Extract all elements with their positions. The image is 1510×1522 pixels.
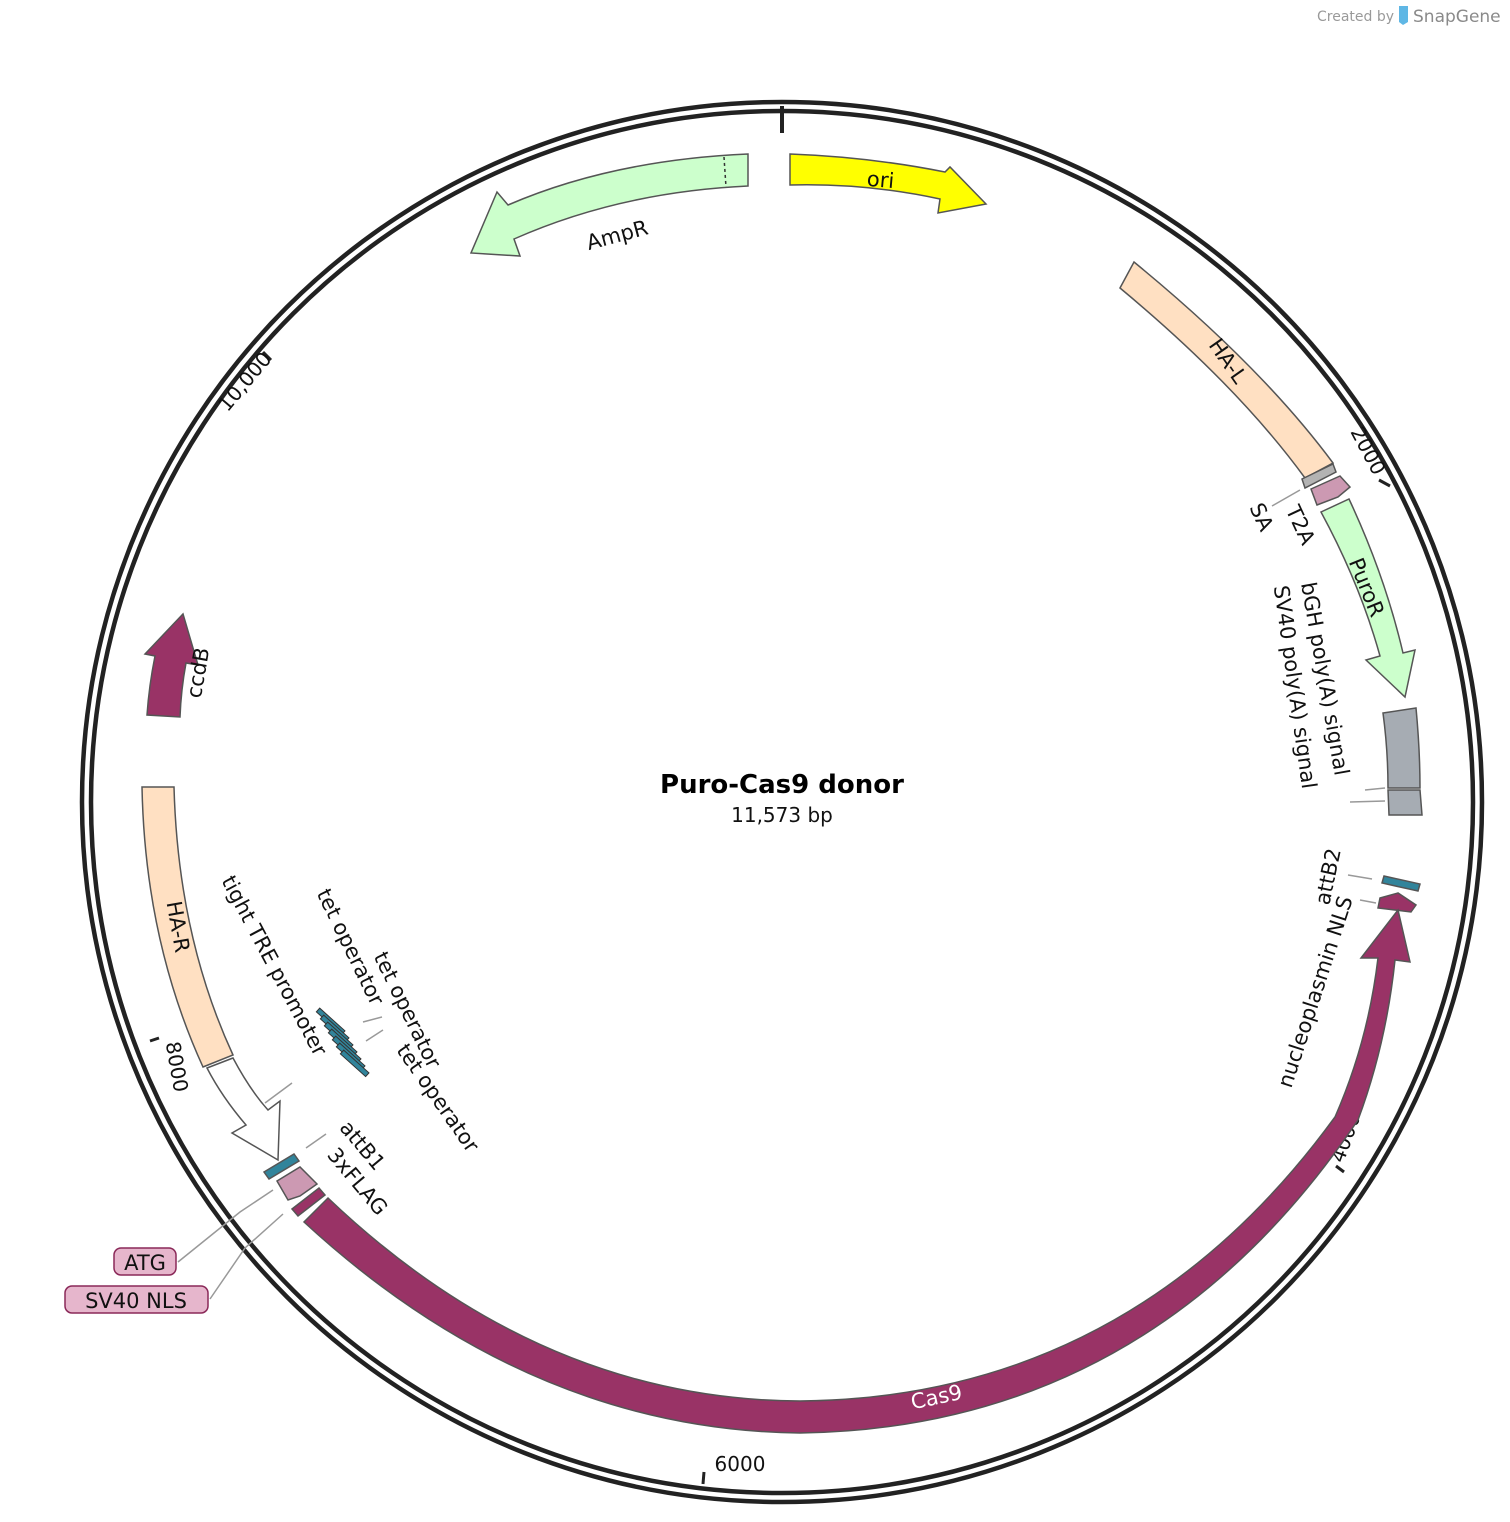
har-bar (141, 786, 235, 1068)
feature-tight-tre-promoter[interactable]: tight TRE promoter (205, 872, 332, 1162)
credit-brand: SnapGene (1413, 7, 1501, 27)
attb2-bar (1381, 875, 1421, 892)
atg-label: ATG (124, 1251, 166, 1275)
tick-label: 2000 (1346, 423, 1391, 479)
ori-label: ori (866, 167, 895, 193)
tetop-leader-1 (362, 1016, 383, 1023)
feature-ccdb[interactable]: ccdB (143, 612, 214, 718)
t2a-arrow (1310, 475, 1352, 506)
ampr-arrow (469, 153, 749, 257)
sa-bar (1301, 462, 1337, 490)
tre-arrow (205, 1057, 281, 1162)
sv40pa-bar (1387, 789, 1423, 816)
feature-cas9[interactable]: Cas9 (302, 908, 1411, 1434)
sa-leader (1271, 489, 1301, 507)
sv40nls-label: SV40 NLS (85, 1289, 187, 1313)
attb2-leader (1347, 874, 1373, 880)
ori-arrow (789, 153, 988, 214)
tick-8000: 8000 (149, 1036, 193, 1094)
tet-operator-block-icon (315, 1007, 370, 1078)
nucnls-leader (1359, 899, 1377, 904)
credit-prefix: Created by (1317, 9, 1394, 25)
nucnls-label: nucleoplasmin NLS (1273, 893, 1358, 1090)
feature-ampr[interactable]: AmpR (469, 153, 749, 257)
ampr-label: AmpR (584, 216, 651, 255)
plasmid-name: Puro-Cas9 donor (660, 770, 904, 800)
feature-sv40-nls[interactable]: SV40 NLS (64, 1166, 319, 1314)
cas9-arrow (302, 908, 1411, 1434)
tick-label: 6000 (715, 1452, 766, 1476)
sv40nls-leader (209, 1213, 284, 1300)
snapgene-logo-icon (1399, 6, 1408, 25)
nucnls-arrow (1377, 892, 1418, 913)
attb1-bar (262, 1153, 301, 1180)
feature-ori[interactable]: ori (789, 153, 988, 214)
tre-leader (264, 1082, 293, 1104)
attb1-leader (305, 1133, 327, 1149)
feature-har[interactable]: HA-R (141, 786, 235, 1068)
tick-6000: 6000 (701, 1452, 766, 1485)
backbone-inner-ring (88, 108, 1476, 1496)
bgh-leader (1364, 787, 1386, 791)
atg-label-box (113, 1247, 177, 1276)
backbone-outer-ring (79, 99, 1485, 1505)
tetop1-label: tet operator (312, 885, 389, 1009)
tick-label: 8000 (161, 1040, 193, 1094)
ccdb-arrow (143, 612, 200, 718)
sv40pa-leader (1349, 800, 1386, 803)
plasmid-length: 11,573 bp (731, 803, 833, 827)
feature-hal[interactable]: HA-L (1119, 260, 1335, 479)
bgh-bar (1382, 707, 1421, 789)
tick-2000: 2000 (1346, 423, 1391, 488)
feature-tet-operators[interactable]: tet operator tet operator tet operator (312, 885, 484, 1157)
feature-atg[interactable]: ATG (113, 1189, 274, 1276)
ampr-promoter-mark (723, 156, 727, 188)
tetop-leader-2 (365, 1029, 384, 1042)
flag-bar (290, 1186, 327, 1218)
sv40nls-arrow (275, 1166, 319, 1201)
feature-attb1[interactable]: attB1 (262, 1116, 390, 1180)
puror-arrow (1319, 498, 1416, 699)
atg-leader (177, 1189, 274, 1263)
t2a-label: T2A (1280, 501, 1320, 549)
sv40nls-label-box (64, 1285, 209, 1314)
